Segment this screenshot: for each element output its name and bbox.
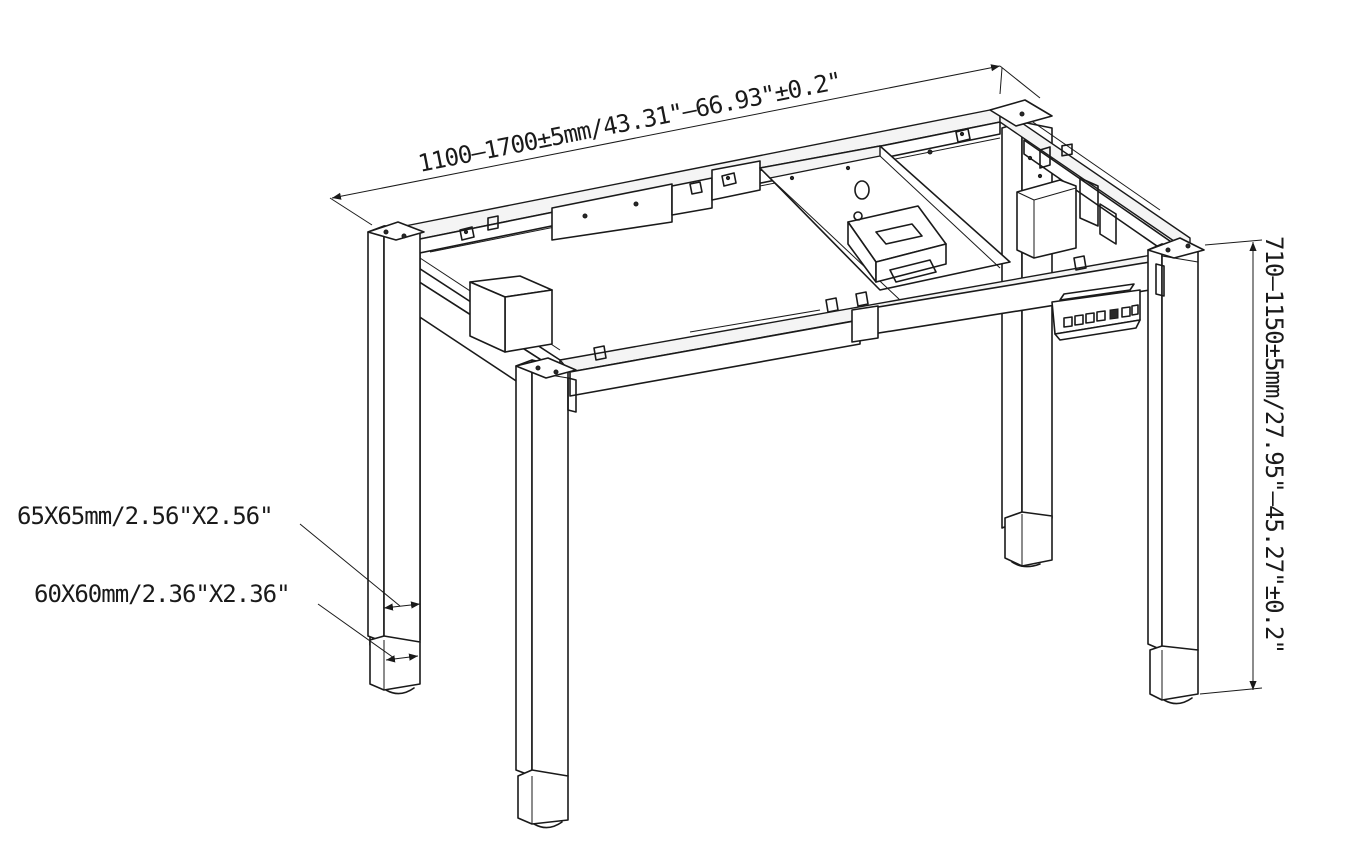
leg-section-dimensions: 65X65mm/2.56"X2.56" 60X60mm/2.36"X2.36"	[17, 502, 421, 663]
height-dimension: 710–1150±5mm/27.95"–45.27"±0.2"	[1199, 236, 1288, 695]
front-rail	[559, 249, 1181, 397]
front-left-leg	[515, 357, 577, 829]
right-side-rail	[999, 107, 1191, 263]
handset-buttons	[1063, 304, 1139, 328]
outer-leg-dimension-label: 65X65mm/2.56"X2.56"	[17, 502, 273, 530]
control-handset	[1051, 143, 1141, 341]
back-left-leg-front	[367, 221, 425, 695]
inner-leg-dimension-label: 60X60mm/2.36"X2.36"	[34, 580, 290, 608]
height-dimension-label: 710–1150±5mm/27.95"–45.27"±0.2"	[1260, 236, 1288, 653]
corner-plate-back-right	[989, 99, 1053, 127]
front-right-leg	[1147, 237, 1205, 705]
leg-cup-left	[469, 275, 553, 353]
control-box	[847, 205, 947, 283]
